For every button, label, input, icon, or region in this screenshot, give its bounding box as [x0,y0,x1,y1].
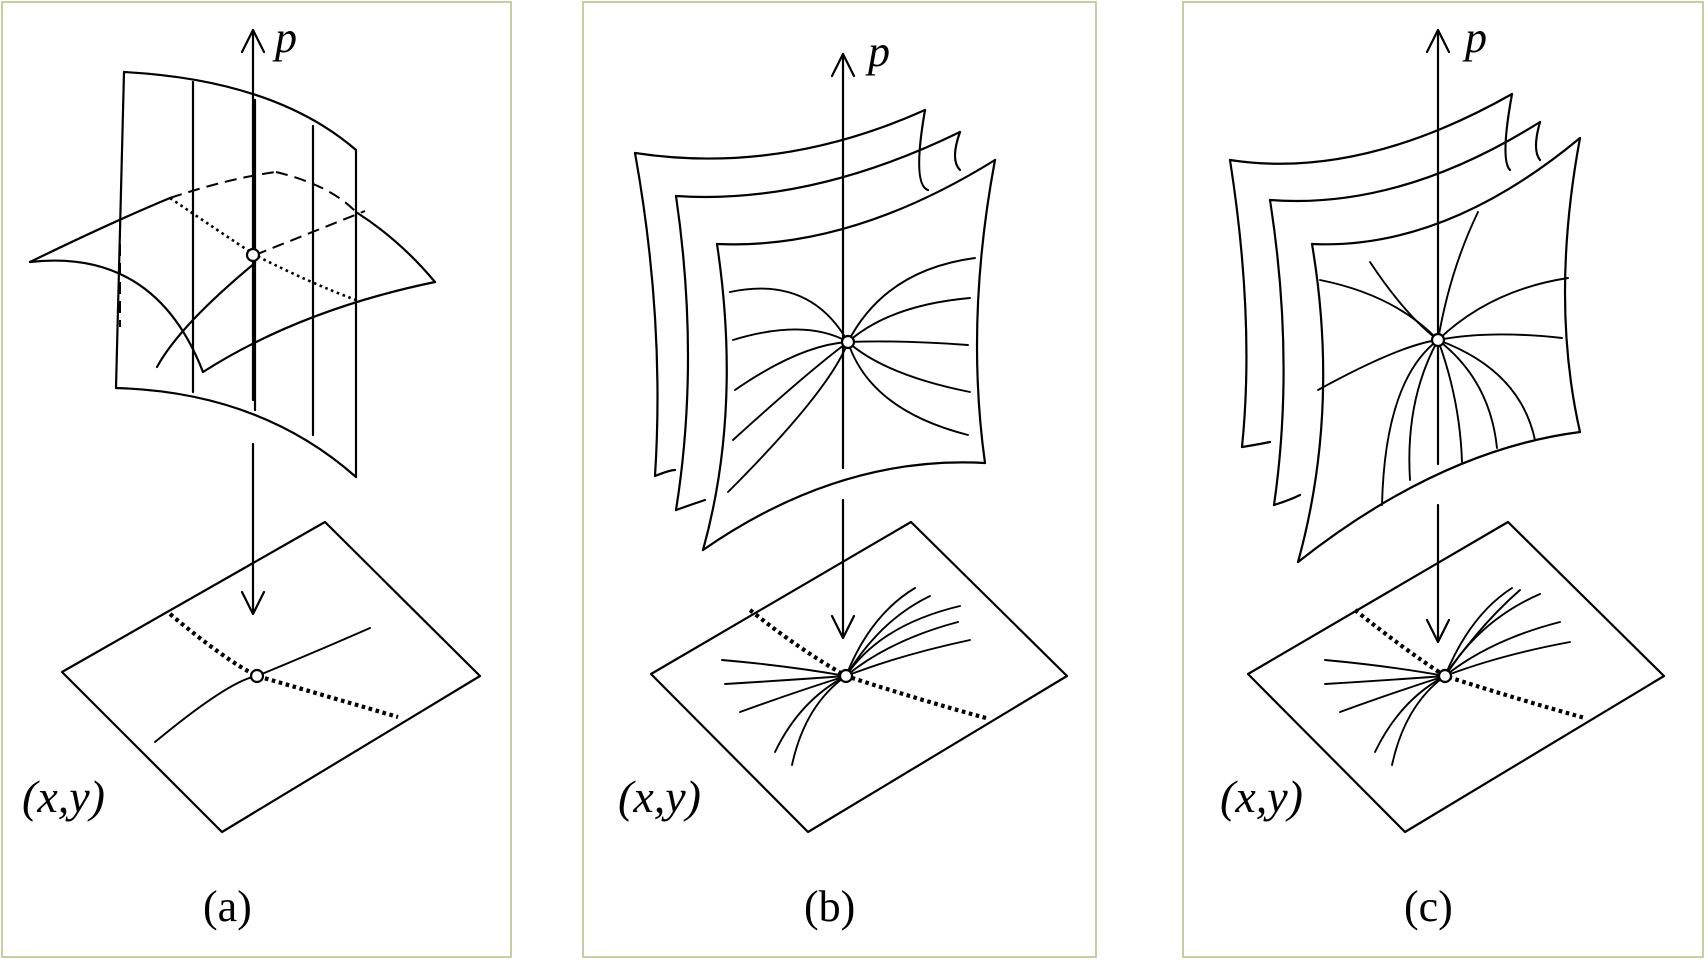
panel-c-base-plane [1246,520,1666,834]
panel-c-p-label: p [1462,13,1487,62]
panel-a-p-label: p [272,13,297,62]
panel-a: p (x,y) (a) [1,1,512,958]
panel-c-plane-point [1437,668,1453,684]
panel-b-sheet-middle [674,130,962,512]
panel-c-field-lines [1317,211,1569,506]
panel-a-base-plane [60,520,482,834]
panel-a-p-axis [240,28,266,616]
panel-c-sheet-middle [1268,120,1542,507]
panel-b-surface-point [840,334,856,350]
panel-a-surface [28,171,437,374]
panel-b-plane-label: (x,y) [618,771,701,822]
panel-c-p-axis [1425,28,1451,644]
panel-c-surface-point [1430,332,1446,348]
panel-b-caption: (b) [804,882,855,931]
panel-c-plane-label: (x,y) [1220,771,1303,822]
panel-a-plane-point [249,668,265,684]
panel-b: p (x,y) (b) [582,1,1097,958]
panel-c-sheet-front [1296,136,1582,564]
panel-b-frame [582,1,1097,958]
panel-c: p (x,y) (c) [1182,1,1704,958]
panel-b-p-axis [830,52,856,640]
panel-a-vertical-sheet [114,70,358,479]
panel-c-frame [1182,1,1704,958]
panel-a-caption: (a) [203,882,252,931]
panel-a-plane-label: (x,y) [22,771,105,822]
panel-a-surface-point [245,247,261,263]
panel-a-frame [1,1,512,958]
panel-b-plane-point [838,668,854,684]
panel-b-p-label: p [865,27,890,76]
panel-b-base-plane [649,520,1069,834]
panel-b-field-lines [727,257,976,493]
panel-c-sheet-back [1228,92,1514,449]
panel-c-caption: (c) [1404,882,1453,931]
panel-b-sheet-front [701,158,997,552]
panel-b-sheet-back [633,108,930,478]
